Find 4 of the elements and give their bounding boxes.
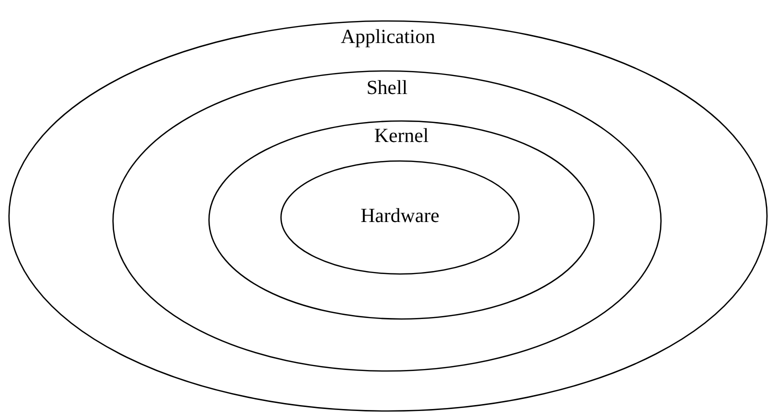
layer-label: Kernel (374, 125, 429, 148)
layer-label: Application (340, 26, 436, 49)
layer-label: Shell (366, 77, 408, 100)
layer-label: Hardware (360, 204, 440, 228)
